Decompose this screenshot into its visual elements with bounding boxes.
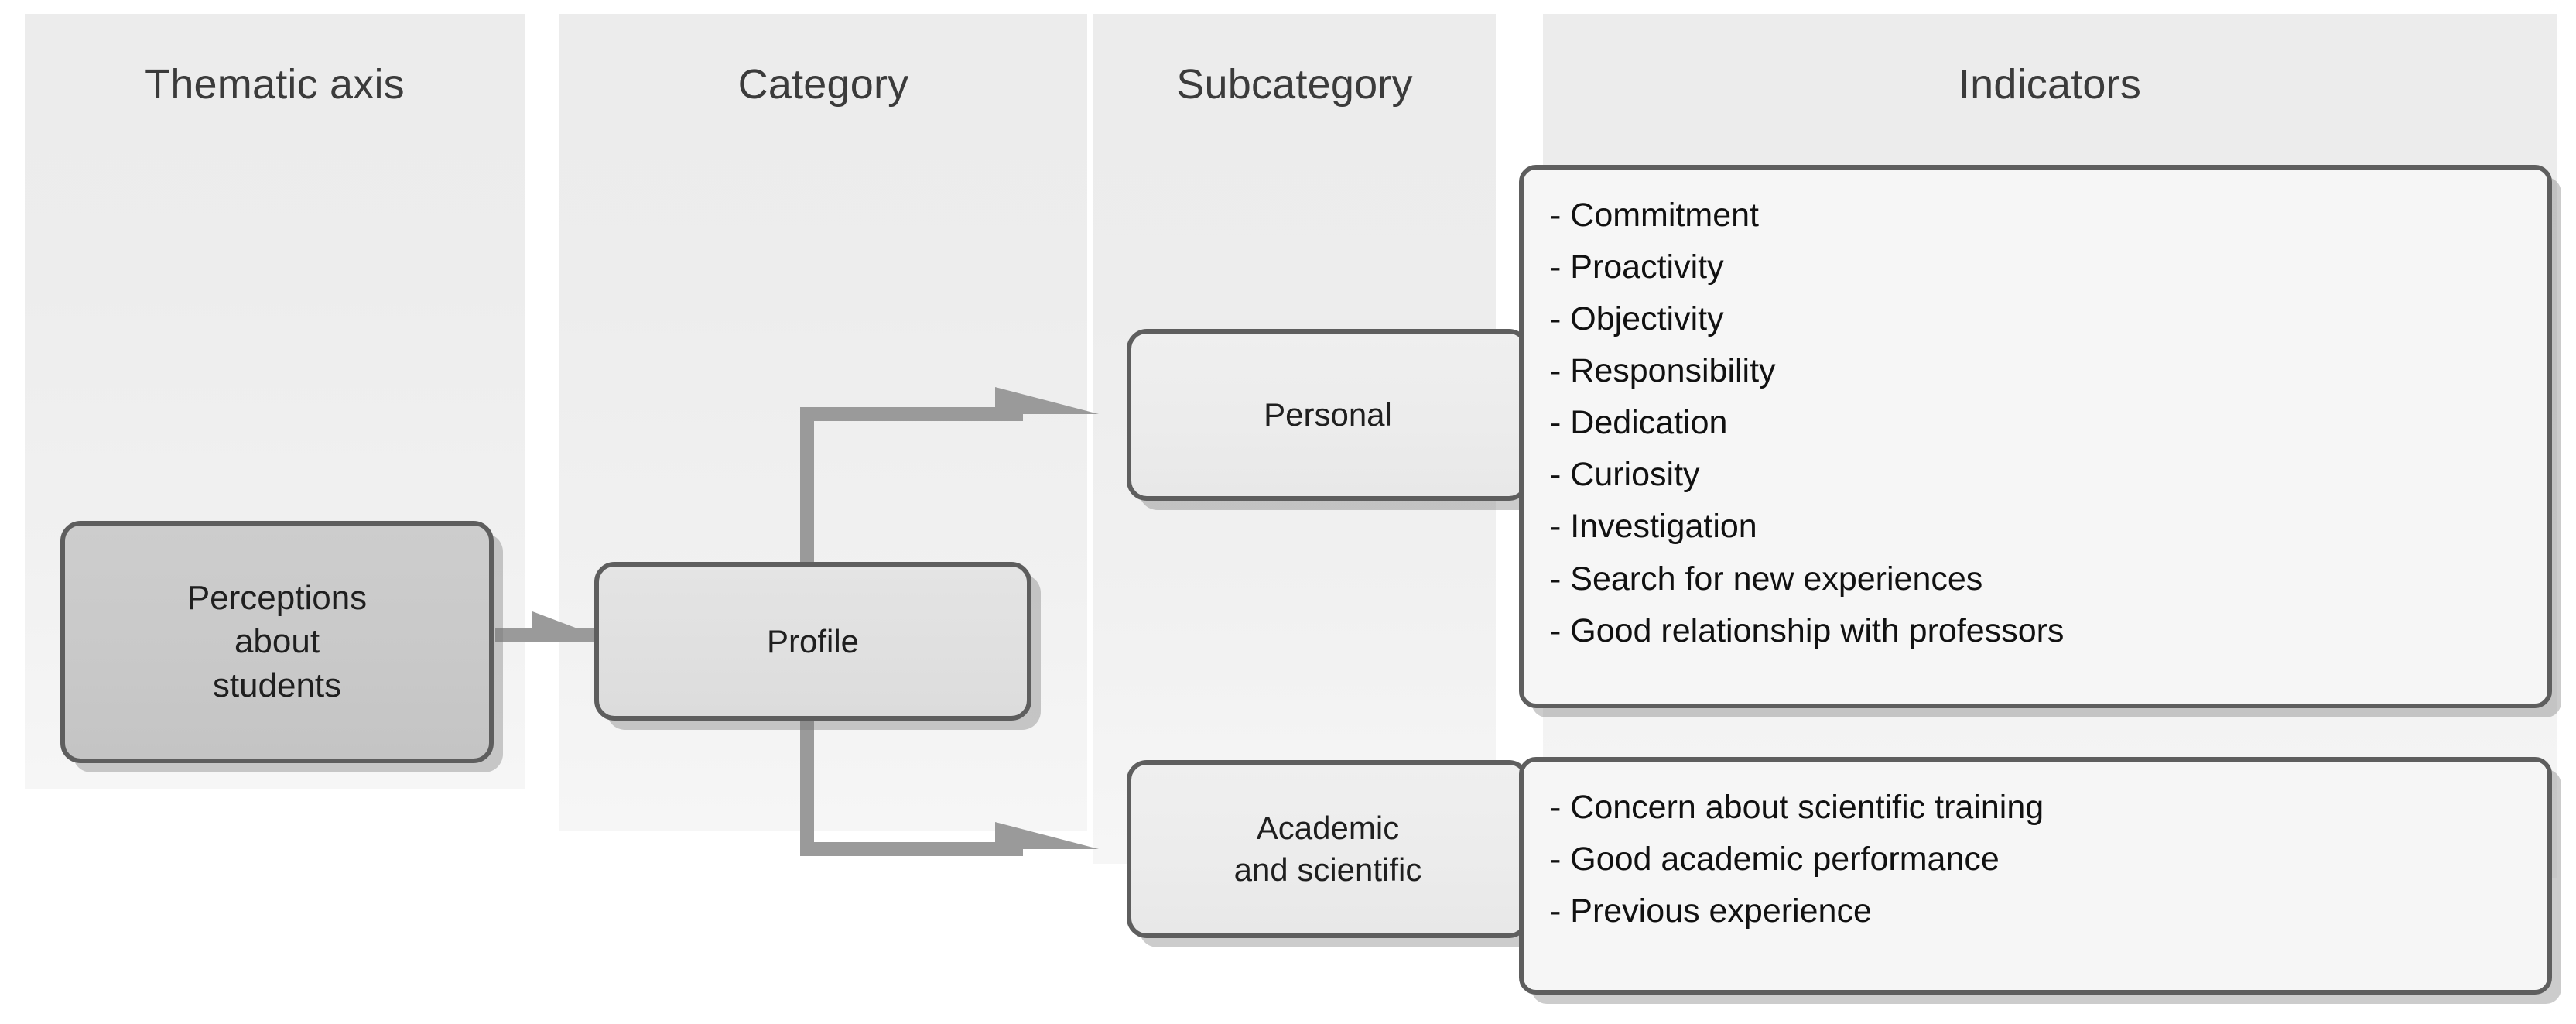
list-item: - Curiosity xyxy=(1550,456,1700,494)
list-item: - Proactivity xyxy=(1550,248,1724,286)
node-personal[interactable]: Personal xyxy=(1127,329,1529,501)
list-item: - Good academic performance xyxy=(1550,841,2000,878)
indicator-panel-academic-and-scientific: - Concern about scientific training - Go… xyxy=(1519,757,2552,995)
node-profile-label: Profile xyxy=(766,622,860,659)
column-title-category: Category xyxy=(737,61,909,108)
list-item: - Previous experience xyxy=(1550,892,1872,930)
column-title-indicators: Indicators xyxy=(1958,61,2142,108)
node-academic-and-scientific[interactable]: Academic and scientific xyxy=(1127,760,1529,938)
list-item: - Concern about scientific training xyxy=(1550,789,2044,826)
list-item: - Dedication xyxy=(1550,404,1728,442)
node-profile[interactable]: Profile xyxy=(594,562,1031,721)
indicator-panel-personal: - Commitment - Proactivity - Objectivity… xyxy=(1519,165,2552,708)
list-item: - Investigation xyxy=(1550,508,1757,546)
node-root-label: Perceptions about students xyxy=(186,579,368,704)
node-personal-label: Personal xyxy=(1264,396,1392,433)
list-item: - Good relationship with professors xyxy=(1550,611,2065,649)
indicator-list-personal: - Commitment - Proactivity - Objectivity… xyxy=(1550,190,2521,657)
node-academic-label: Academic and scientific xyxy=(1233,810,1422,888)
column-title-thematic-axis: Thematic axis xyxy=(145,61,405,108)
column-title-subcategory: Subcategory xyxy=(1176,61,1413,108)
list-item: - Objectivity xyxy=(1550,300,1724,338)
list-item: - Commitment xyxy=(1550,197,1759,234)
list-item: - Responsibility xyxy=(1550,352,1776,390)
indicator-list-academic: - Concern about scientific training - Go… xyxy=(1550,782,2521,937)
node-perceptions-about-students[interactable]: Perceptions about students xyxy=(60,521,494,763)
list-item: - Search for new experiences xyxy=(1550,560,1983,598)
